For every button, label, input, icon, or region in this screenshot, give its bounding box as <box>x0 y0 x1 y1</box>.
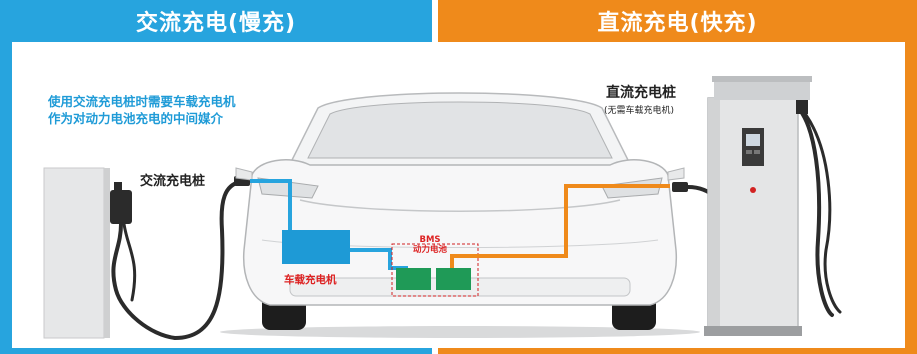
bms-battery-label: BMS 动力电池 <box>408 235 452 255</box>
onboard-charger-block <box>282 230 350 264</box>
dc-pile-sublabel: (无需车载充电机) <box>604 106 675 116</box>
battery-bms-box <box>391 243 479 297</box>
ac-charging-pile <box>43 167 177 340</box>
ac-note-text: 使用交流充电桩时需要车载充电机 作为对动力电池充电的中间媒介 <box>48 94 236 126</box>
bms-label: BMS <box>419 235 441 245</box>
ac-pile-label: 交流充电桩 <box>140 174 206 189</box>
battery-label: 动力电池 <box>412 245 447 255</box>
dc-charging-header: 直流充电(快充) <box>438 0 917 42</box>
onboard-charger-label: 车载充电机 <box>284 274 337 286</box>
dc-pile-label: 直流充电桩 <box>606 85 676 101</box>
ac-explanation-note: 使用交流充电桩时需要车载充电机 作为对动力电池充电的中间媒介 <box>48 93 308 127</box>
ac-wire-to-charger <box>250 179 292 232</box>
dc-plug <box>672 182 688 192</box>
car <box>235 92 685 330</box>
ac-charging-header: 交流充电(慢充) <box>0 0 432 42</box>
battery-cell-left <box>396 268 431 290</box>
dc-panel-frame <box>438 42 917 354</box>
ac-panel-frame <box>0 42 432 354</box>
battery-cell-right <box>436 268 471 290</box>
dc-charging-pile <box>704 76 842 336</box>
dc-wire-to-battery <box>450 184 670 268</box>
ground-shadow <box>220 326 700 338</box>
ac-cable <box>173 180 242 340</box>
